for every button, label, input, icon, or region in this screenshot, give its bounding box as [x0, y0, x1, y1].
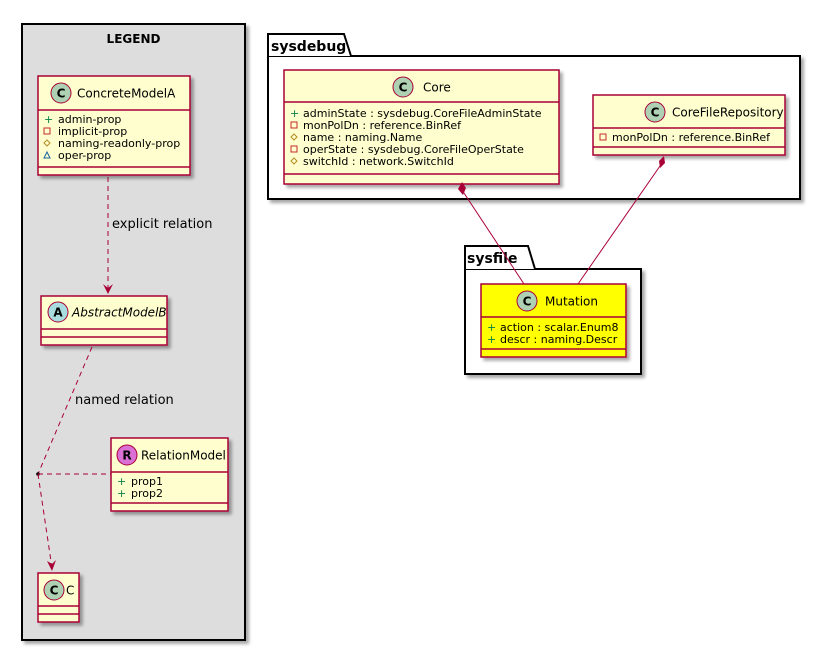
- attribute: prop1: [131, 475, 163, 488]
- relation-stereotype-icon: [116, 444, 138, 466]
- abstract-stereotype-icon: [47, 301, 69, 323]
- public-visibility-icon: +: [487, 321, 496, 334]
- class-box: [592, 94, 786, 156]
- association-line: [461, 189, 525, 285]
- class-mutation[interactable]: C Mutation + action : scalar.Enum8 + des…: [480, 283, 627, 358]
- attribute: adminState : sysdebug.CoreFileAdminState: [303, 107, 542, 120]
- class-core[interactable]: C Core + adminState : sysdebug.CoreFileA…: [283, 69, 560, 185]
- package-visibility-icon: [43, 150, 51, 159]
- stereotype-letter: R: [122, 449, 131, 463]
- attribute: monPolDn : reference.BinRef: [612, 131, 771, 144]
- class-name: RelationModel: [141, 449, 226, 463]
- protected-visibility-icon: [290, 133, 298, 141]
- explicit-relation-arrow: explicit relation: [103, 177, 212, 294]
- named-relation-label: named relation: [75, 393, 174, 408]
- attribute: naming-readonly-prop: [58, 137, 180, 150]
- attribute: admin-prop: [58, 113, 121, 126]
- package-name: sysfile: [467, 251, 517, 267]
- stereotype-letter: C: [523, 295, 532, 309]
- composition-core-mutation: [458, 182, 525, 285]
- named-relation-arrow: named relation: [36, 346, 174, 571]
- arrowhead: [103, 284, 113, 294]
- class-name: C: [66, 584, 74, 598]
- class-relation-model[interactable]: R RelationModel + prop1 + prop2: [110, 437, 229, 512]
- class-stereotype-icon: [392, 76, 414, 98]
- class-stereotype-icon: [516, 290, 538, 312]
- stereotype-letter: C: [651, 106, 660, 120]
- package-tab: [267, 33, 352, 57]
- attr-list: + admin-prop implicit-prop naming-readon…: [43, 113, 180, 162]
- attribute: prop2: [131, 487, 163, 500]
- attribute: implicit-prop: [58, 125, 127, 138]
- attribute: action : scalar.Enum8: [500, 321, 619, 334]
- package-name: sysdebug: [271, 39, 346, 55]
- protected-visibility-icon: [290, 157, 298, 165]
- class-box: [283, 69, 560, 185]
- explicit-relation-label: explicit relation: [112, 217, 212, 232]
- public-visibility-icon: +: [290, 107, 299, 120]
- attribute: descr : naming.Descr: [500, 333, 618, 346]
- stereotype-letter: C: [57, 87, 66, 101]
- composition-diamond: [659, 156, 665, 168]
- protected-visibility-icon: [43, 139, 51, 147]
- public-visibility-icon: +: [44, 113, 53, 126]
- class-name: AbstractModelB: [71, 306, 167, 320]
- class-stereotype-icon: [43, 579, 65, 601]
- package-tab: [464, 245, 536, 270]
- association-line: [577, 165, 661, 285]
- class-concrete-model-a[interactable]: C ConcreteModelA + admin-prop implicit-p…: [37, 75, 191, 176]
- class-c[interactable]: C C: [37, 572, 80, 623]
- arrowhead: [47, 560, 56, 571]
- composition-repo-mutation: [577, 156, 665, 285]
- class-box: [480, 283, 627, 358]
- attribute: monPolDn : reference.BinRef: [303, 119, 462, 132]
- class-name: CoreFileRepository: [672, 106, 784, 120]
- stereotype-letter: C: [50, 584, 59, 598]
- private-visibility-icon: [290, 145, 298, 153]
- class-abstract-model-b[interactable]: A AbstractModelB: [40, 295, 168, 346]
- stereotype-letter: C: [399, 81, 408, 95]
- composition-diamond: [458, 182, 466, 195]
- class-core-file-repository[interactable]: C CoreFileRepository monPolDn : referenc…: [592, 94, 786, 156]
- public-visibility-icon: +: [487, 333, 496, 346]
- public-visibility-icon: +: [117, 487, 126, 500]
- legend-title: LEGEND: [107, 32, 161, 46]
- class-name: ConcreteModelA: [77, 87, 176, 101]
- attribute: name : naming.Name: [303, 131, 423, 144]
- stereotype-letter: A: [53, 306, 63, 320]
- class-stereotype-icon: [644, 101, 666, 123]
- private-visibility-icon: [290, 121, 298, 129]
- attribute: operState : sysdebug.CoreFileOperState: [303, 143, 524, 156]
- class-name: Mutation: [545, 295, 598, 309]
- attribute: oper-prop: [58, 149, 111, 162]
- class-stereotype-icon: [50, 82, 72, 104]
- private-visibility-icon: [599, 133, 607, 141]
- public-visibility-icon: +: [117, 475, 126, 488]
- class-name: Core: [423, 81, 451, 95]
- attribute: switchId : network.SwitchId: [303, 155, 454, 168]
- private-visibility-icon: [43, 127, 51, 135]
